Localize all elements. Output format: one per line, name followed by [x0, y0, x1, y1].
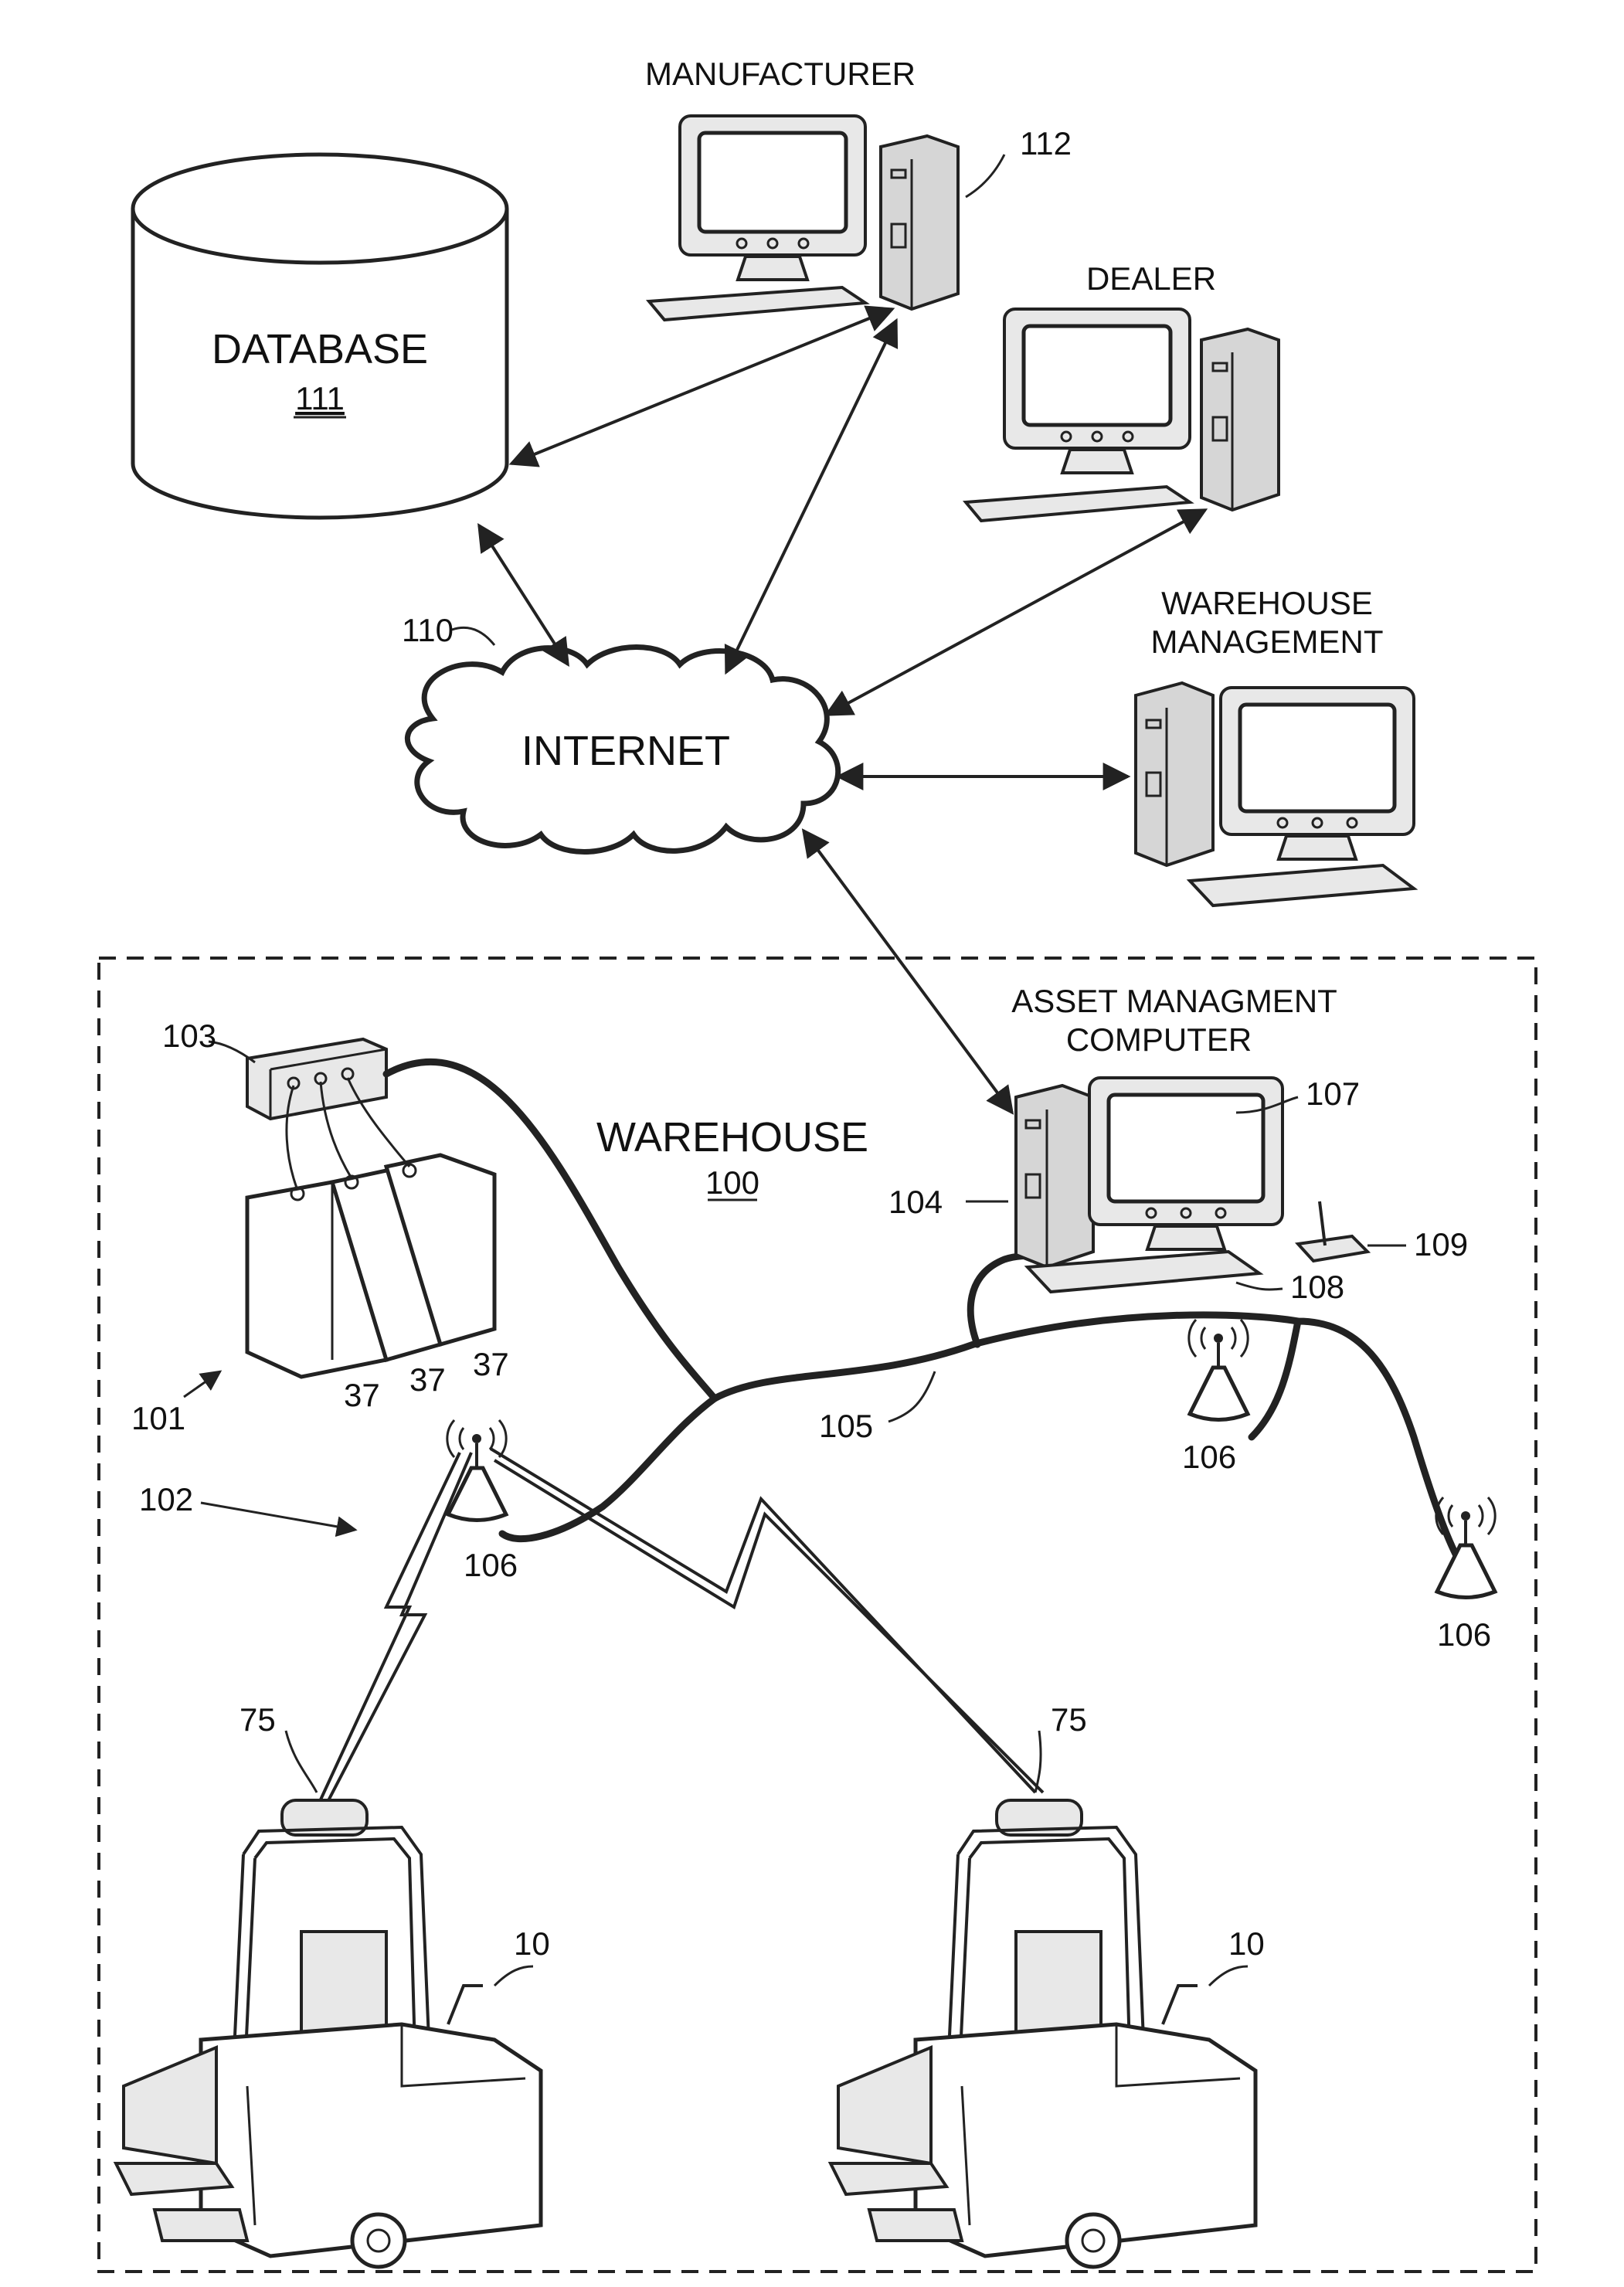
comm-right-ref: 75 [1051, 1701, 1087, 1738]
asset-management-tower [1016, 1086, 1093, 1267]
battery-ref-a: 37 [344, 1377, 380, 1413]
access-point-left: 106 [447, 1420, 518, 1583]
network-ref: 105 [819, 1408, 873, 1444]
battery-ref-b: 37 [409, 1361, 446, 1398]
hub-ref: 103 [162, 1018, 216, 1054]
truck-left: 75 10 [116, 1701, 550, 2267]
joystick-base [1298, 1236, 1367, 1261]
warehouse-management-label-2: MANAGEMENT [1150, 624, 1383, 660]
truck-left-fork-2 [155, 2210, 247, 2241]
cable-ap-left [502, 1398, 715, 1539]
ap-right-ref: 106 [1437, 1616, 1491, 1653]
dealer-monitor-stand [1062, 450, 1132, 473]
dealer-computer: DEALER [966, 260, 1279, 521]
internet-cloud: INTERNET 110 [402, 612, 838, 852]
ap-mid-ref: 106 [1182, 1439, 1236, 1475]
manufacturer-tower [881, 136, 958, 309]
wireless-links: 102 [139, 1449, 1043, 1808]
joystick-stick [1320, 1201, 1325, 1245]
internet-ref: 110 [402, 612, 454, 648]
wireless-system-ref: 102 [139, 1481, 193, 1517]
asset-management-label-2: COMPUTER [1066, 1021, 1252, 1058]
keyboard-ref: 108 [1290, 1269, 1344, 1305]
warehouse-management-label-1: WAREHOUSE [1161, 585, 1373, 621]
warehouse-management-keyboard [1190, 865, 1414, 906]
asset-management-screen [1109, 1095, 1263, 1201]
asset-management-label-1: ASSET MANAGMENT [1011, 983, 1337, 1019]
warehouse-management-screen [1240, 705, 1395, 811]
comm-left-ref: 75 [240, 1701, 276, 1738]
dealer-label: DEALER [1086, 260, 1216, 297]
manufacturer-computer: MANUFACTURER 112 [645, 56, 1072, 320]
battery-bank: 101 37 37 37 [131, 1078, 509, 1436]
asset-management-monitor-stand [1147, 1226, 1225, 1249]
truck-right-mast [1016, 1932, 1101, 2040]
warehouse-management-computer: WAREHOUSE MANAGEMENT [1136, 585, 1414, 906]
asset-management-computer: ASSET MANAGMENT COMPUTER 104 107 108 109 [888, 983, 1468, 1305]
battery-ref-c: 37 [473, 1346, 509, 1382]
link-internet-asset-management [804, 831, 1012, 1113]
wireless-link-right-2 [494, 1460, 1043, 1793]
database-cylinder: DATABASE 111 [133, 155, 507, 518]
monitor-ref: 107 [1306, 1076, 1360, 1112]
dealer-keyboard [966, 487, 1190, 521]
truck-left-ref: 10 [514, 1925, 550, 1962]
manufacturer-monitor-stand [738, 257, 807, 280]
truck-right: 75 10 [831, 1701, 1265, 2267]
computer-tower-ref: 104 [888, 1184, 943, 1220]
battery-group-ref: 101 [131, 1400, 185, 1436]
wireless-link-left [317, 1453, 460, 1808]
warehouse-label: WAREHOUSE [596, 1114, 868, 1160]
dealer-screen [1024, 326, 1170, 425]
manufacturer-keyboard [649, 287, 865, 320]
wired-network: 105 [386, 1062, 1468, 1576]
access-point-mid: 106 [1182, 1320, 1248, 1475]
link-internet-manufacturer [726, 321, 896, 672]
manufacturer-label: MANUFACTURER [645, 56, 916, 92]
database-label: DATABASE [212, 326, 428, 372]
truck-left-fork-frame [124, 2047, 216, 2163]
truck-right-fork-2 [869, 2210, 962, 2241]
wireless-link-right [491, 1449, 1035, 1793]
warehouse-ref: 100 [705, 1164, 759, 1201]
truck-right-fork-frame [838, 2047, 931, 2163]
truck-right-ref: 10 [1228, 1925, 1265, 1962]
truck-left-mast [301, 1932, 386, 2040]
internet-label: INTERNET [522, 728, 730, 774]
warehouse-management-monitor-stand [1279, 836, 1356, 859]
database-ref: 111 [295, 380, 345, 416]
truck-right-wheel [1067, 2214, 1119, 2267]
cable-ap-mid [1252, 1321, 1298, 1437]
joystick-ref: 109 [1414, 1226, 1468, 1262]
link-internet-dealer [827, 510, 1205, 715]
link-database-manufacturer [511, 309, 892, 464]
ap-left-ref: 106 [464, 1547, 518, 1583]
truck-left-wheel [352, 2214, 405, 2267]
manufacturer-ref: 112 [1020, 125, 1072, 161]
charging-hub: 103 [162, 1018, 386, 1119]
manufacturer-screen [699, 133, 846, 232]
cable-main [715, 1315, 1468, 1576]
